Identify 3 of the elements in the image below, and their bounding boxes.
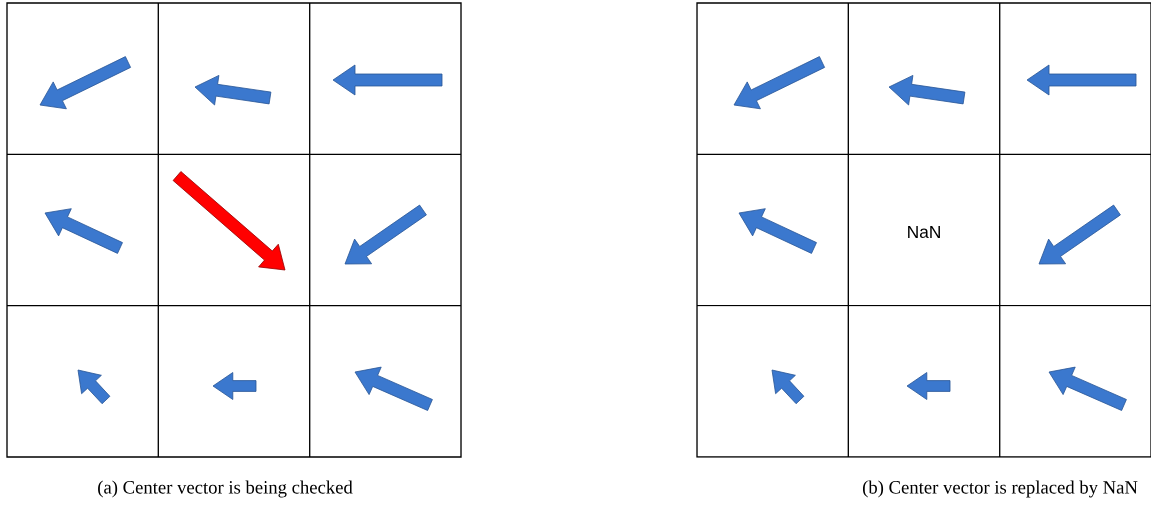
cell-value: NaN bbox=[908, 225, 940, 239]
caption: (b) Center vector is replaced by NaN bbox=[862, 480, 1138, 498]
caption: (a) Center vector is being checked bbox=[98, 480, 353, 498]
